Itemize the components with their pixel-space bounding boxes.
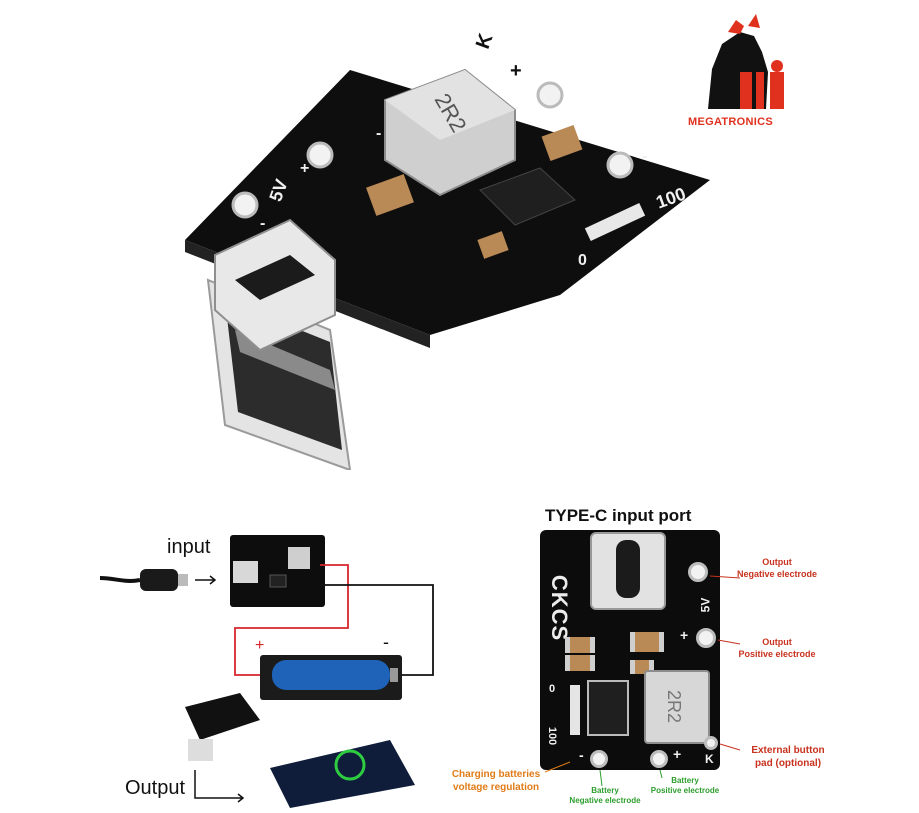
pinout-title: TYPE-C input port bbox=[545, 506, 692, 525]
annot-charging-line2: voltage regulation bbox=[452, 782, 540, 793]
pinout-board-text: CKCS bbox=[547, 574, 573, 642]
annot-bat-pos: Battery Positive electrode bbox=[635, 776, 735, 796]
battery-minus-label: - bbox=[383, 632, 389, 652]
pinout-diagram: TYPE-C input port CKCS 5V + 2R2 0 100 - … bbox=[440, 500, 919, 808]
annot-bat-neg: Battery Negative electrode bbox=[555, 786, 655, 806]
pinout-5v-label: 5V bbox=[698, 597, 713, 613]
annot-ext-btn-line1: External button bbox=[751, 745, 825, 756]
annot-out-neg: Output Negative electrode bbox=[712, 556, 842, 580]
top-board-photo: K + 5V + - - - 100 0 2R2 bbox=[180, 30, 720, 472]
pinout-bat-pos-hole bbox=[650, 750, 668, 768]
annot-bat-neg-line1: Battery bbox=[591, 786, 619, 795]
gorilla-logo-icon bbox=[708, 14, 784, 109]
annot-out-neg-line1: Output bbox=[762, 557, 792, 567]
pinout-type-c-slot bbox=[616, 540, 640, 598]
annot-ext-btn-line2: pad (optional) bbox=[754, 758, 822, 769]
top-minus-right: - bbox=[642, 148, 648, 165]
pinout-led-100: 100 bbox=[546, 726, 559, 746]
wiring-diagram: input Output + - bbox=[99, 525, 450, 808]
annot-bat-pos-line2: Positive electrode bbox=[650, 786, 720, 795]
pinout-inductor bbox=[644, 670, 710, 744]
annot-bat-neg-line2: Negative electrode bbox=[569, 796, 641, 805]
pinout-cap-3 bbox=[630, 632, 664, 652]
top-5v-minus: - bbox=[260, 215, 266, 232]
annot-bat-pos-line1: Battery bbox=[671, 776, 699, 785]
top-minus-left: - bbox=[376, 125, 382, 142]
annot-out-pos: Output Positive electrode bbox=[712, 636, 842, 660]
pinout-inductor-text: 2R2 bbox=[664, 689, 685, 724]
pinout-ext-btn-hole bbox=[704, 736, 718, 750]
pinout-bat-plus-label: + bbox=[673, 746, 682, 762]
pinout-bat-neg-hole bbox=[590, 750, 608, 768]
pinout-minus-label: - bbox=[579, 747, 584, 763]
wiring-lines bbox=[99, 535, 434, 808]
annot-charging-line1: Charging batteries bbox=[451, 769, 541, 780]
pinout-cap-2 bbox=[565, 655, 595, 671]
pinout-led-0: 0 bbox=[549, 683, 556, 695]
brand-name: MEGATRONICS bbox=[688, 116, 773, 128]
pinout-out-neg-hole bbox=[688, 562, 708, 582]
pinout-plus-label: + bbox=[680, 627, 689, 643]
pinout-cap-1 bbox=[565, 637, 595, 653]
pinout-led-strip bbox=[570, 685, 580, 735]
annot-ext-btn: External button pad (optional) bbox=[728, 744, 848, 770]
output-label: Output bbox=[125, 777, 186, 799]
battery-plus-label: + bbox=[255, 637, 265, 654]
annot-out-pos-line1: Output bbox=[762, 637, 792, 647]
pinout-k-label: K bbox=[705, 752, 714, 766]
pinout-out-pos-hole bbox=[696, 628, 716, 648]
top-led-0: 0 bbox=[578, 252, 587, 269]
brand-logo: MEGATRONICS bbox=[688, 14, 806, 132]
top-5v-plus: + bbox=[300, 160, 310, 177]
pinout-ic bbox=[587, 680, 629, 736]
input-label: input bbox=[167, 536, 211, 558]
annot-charging: Charging batteries voltage regulation bbox=[440, 768, 552, 794]
annot-out-pos-line2: Positive electrode bbox=[738, 649, 816, 659]
annot-out-neg-line2: Negative electrode bbox=[736, 569, 818, 579]
top-board-render bbox=[185, 68, 710, 472]
top-plus-label: + bbox=[510, 60, 522, 82]
